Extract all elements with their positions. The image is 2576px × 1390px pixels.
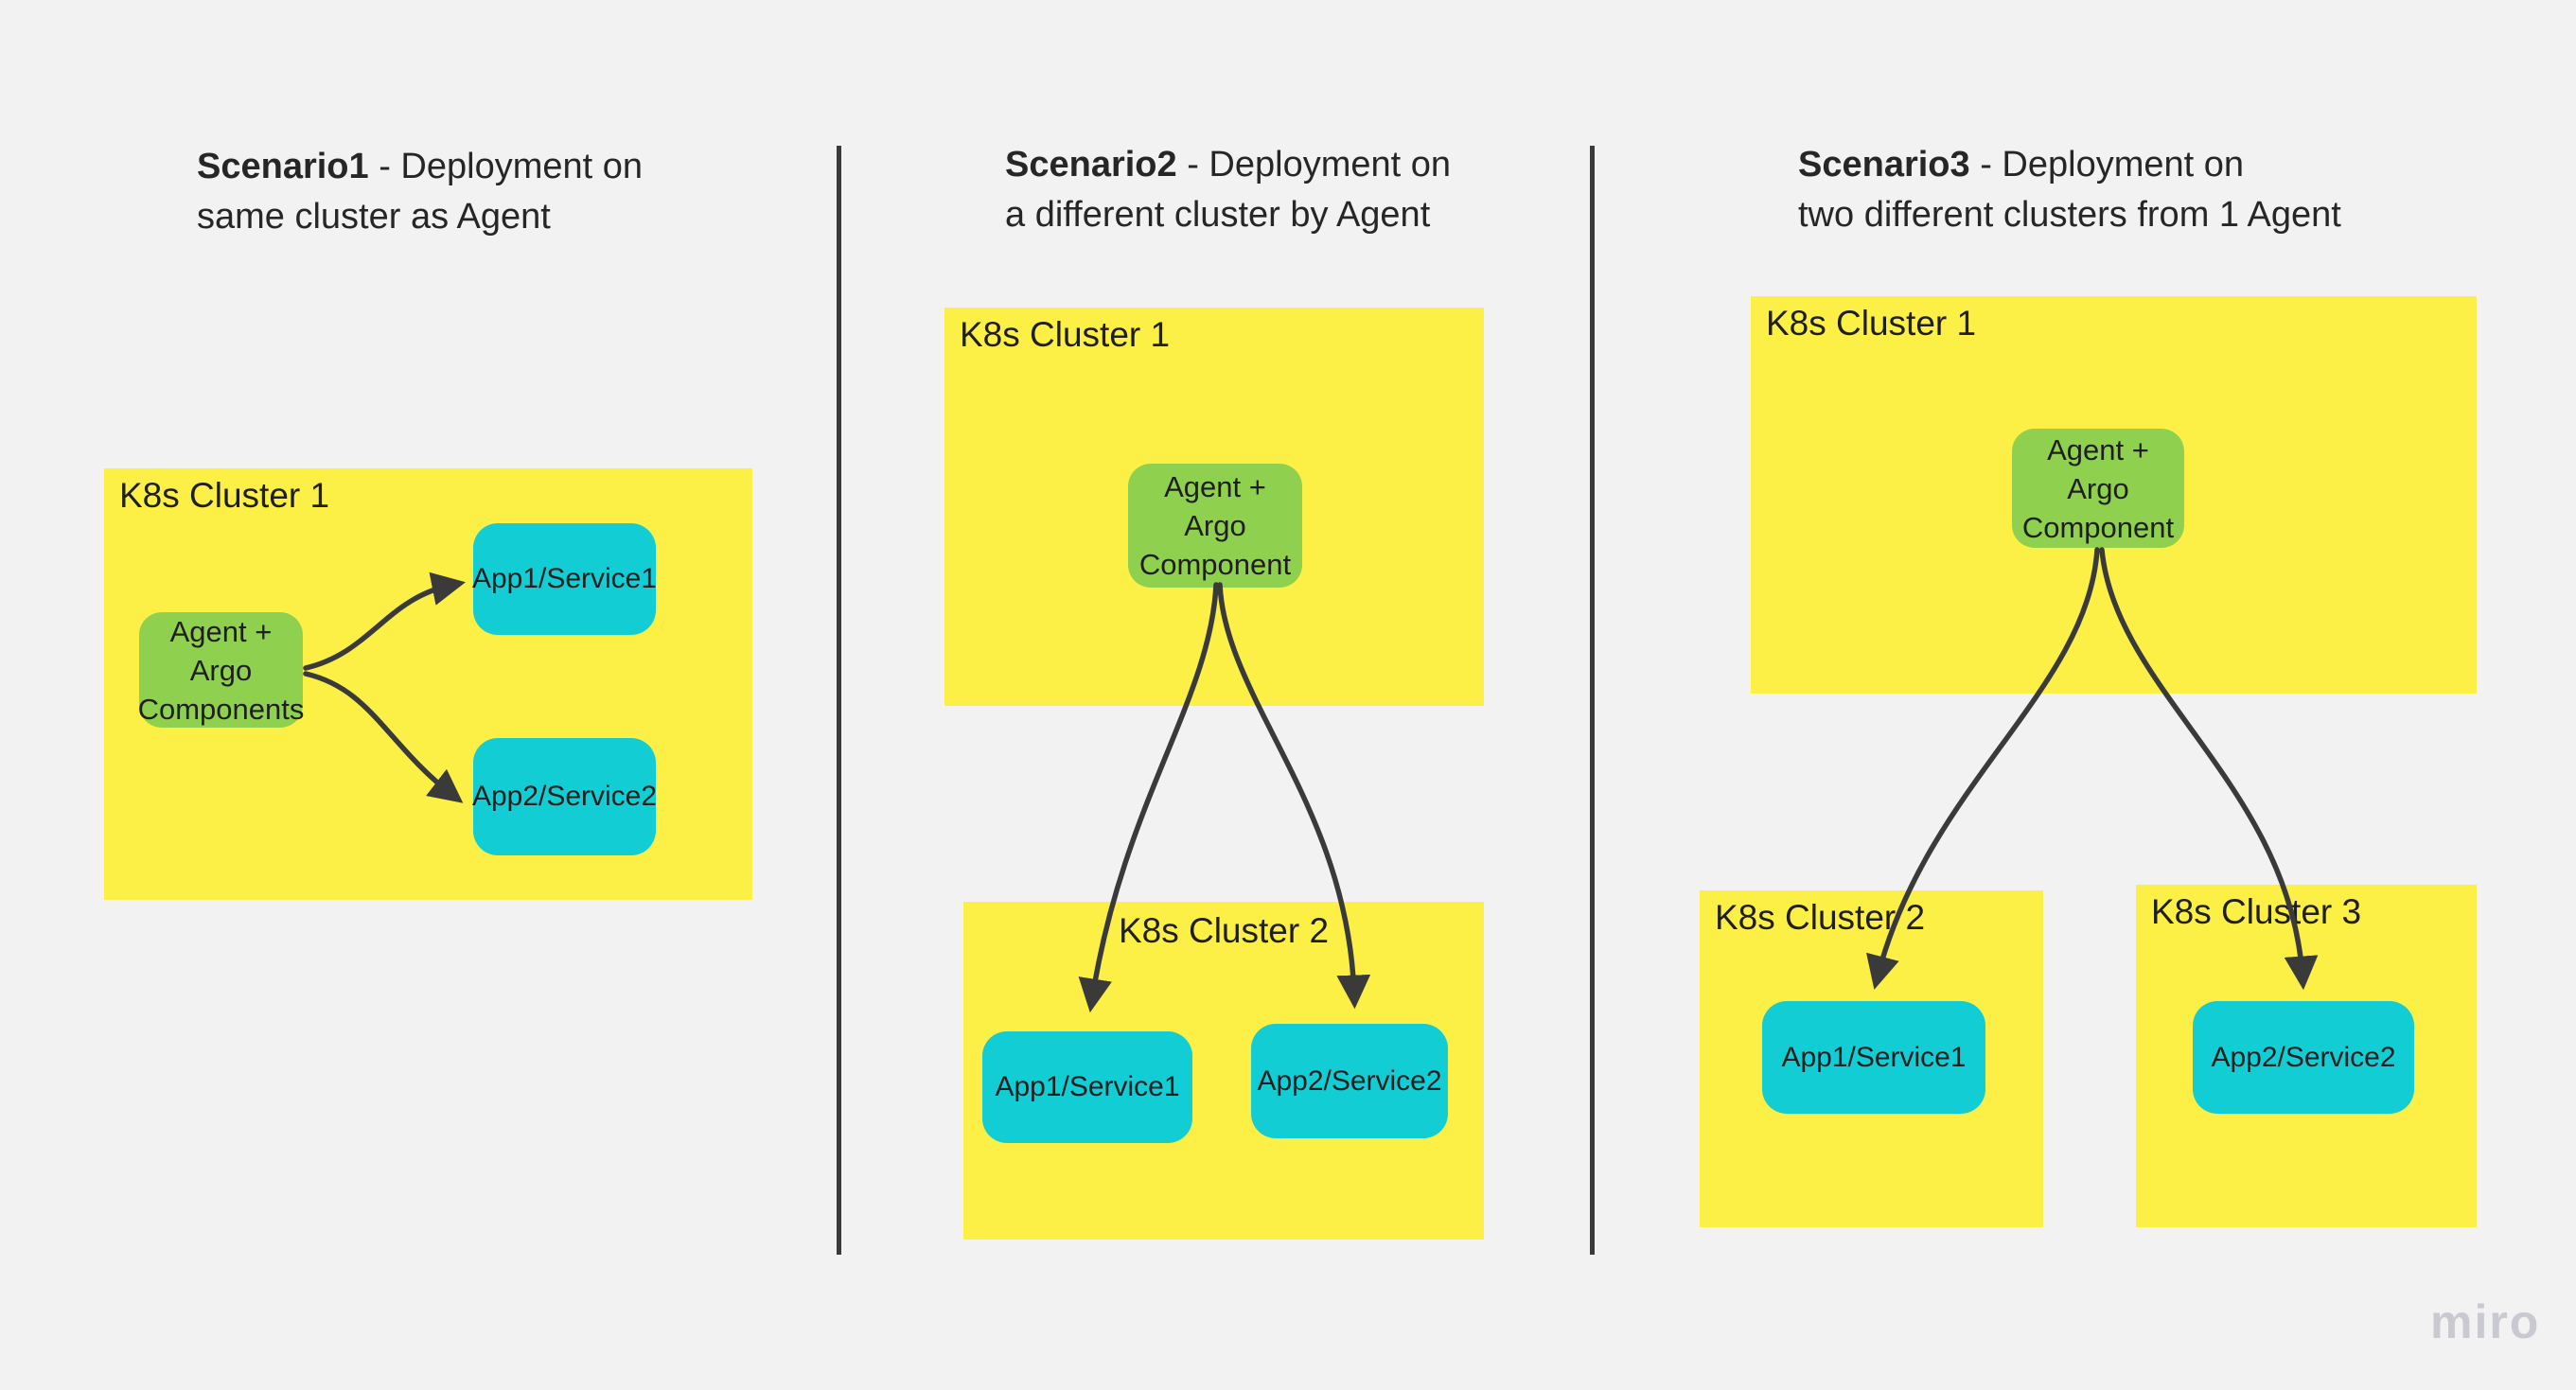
scenario1-agent-line1: Agent + Argo (169, 614, 273, 687)
scenario3-title-rest: - Deployment on (1969, 145, 2245, 185)
scenario3-cluster3-box: K8s Cluster 3 App2/Service2 (2136, 885, 2477, 1227)
scenario3-cluster3-label: K8s Cluster 3 (2151, 892, 2362, 931)
scenario3-title: Scenario3 - Deployment on two different … (1798, 140, 2341, 240)
scenario2-title-rest: - Deployment on (1176, 145, 1452, 185)
scenario2-agent-line3: Component (1138, 548, 1292, 581)
scenario1-app2-box: App2/Service2 (471, 738, 658, 855)
scenario2-cluster2-box: K8s Cluster 2 App1/Service1 App2/Service… (963, 902, 1484, 1240)
scenario2-title-bold: Scenario2 (1005, 145, 1177, 185)
scenario1-title: Scenario1 - Deployment on same cluster a… (197, 142, 643, 242)
scenario3-app2-label: App2/Service2 (2211, 1041, 2396, 1073)
scenario-divider-1 (837, 146, 841, 1255)
scenario2-app1-box: App1/Service1 (982, 1031, 1192, 1143)
scenario2-app2-label: App2/Service2 (1257, 1064, 1442, 1097)
scenario3-app1-box: App1/Service1 (1762, 1001, 1985, 1114)
scenario1-agent-line2: Components (137, 692, 305, 726)
scenario3-title-bold: Scenario3 (1798, 145, 1970, 185)
scenario1-cluster1-box: K8s Cluster 1 Agent + Argo Components Ap… (104, 468, 752, 900)
scenario3-agent-line1: Agent + (2047, 432, 2149, 466)
scenario-divider-2 (1590, 146, 1595, 1255)
scenario3-title-line2: two different clusters from 1 Agent (1798, 195, 2341, 235)
scenario2-agent-box: Agent + Argo Component (1128, 464, 1302, 588)
scenario1-title-rest: - Deployment on (368, 147, 644, 186)
scenario3-agent-line2: Argo (2067, 471, 2129, 505)
scenario1-app1-label: App1/Service1 (471, 563, 658, 594)
scenario3-agent-box: Agent + Argo Component (2012, 429, 2184, 548)
scenario3-app2-box: App2/Service2 (2193, 1001, 2414, 1114)
scenario3-cluster2-box: K8s Cluster 2 App1/Service1 (1700, 890, 2043, 1227)
scenario1-title-bold: Scenario1 (197, 147, 369, 186)
scenario3-cluster2-label: K8s Cluster 2 (1715, 898, 1926, 937)
scenario1-app1-box: App1/Service1 (471, 523, 658, 635)
scenario1-title-line2: same cluster as Agent (197, 197, 551, 237)
scenario2-cluster2-label: K8s Cluster 2 (1118, 911, 1330, 950)
scenario3-title-line1: Scenario3 - Deployment on (1798, 140, 2341, 190)
scenario2-app1-label: App1/Service1 (995, 1071, 1180, 1102)
scenario2-agent-line2: Argo (1184, 509, 1246, 542)
scenario1-agent-box: Agent + Argo Components (137, 612, 305, 728)
scenario2-title-line2: a different cluster by Agent (1005, 195, 1431, 235)
scenario2-title: Scenario2 - Deployment on a different cl… (1005, 140, 1451, 240)
scenario2-agent-line1: Agent + (1164, 470, 1266, 503)
scenario2-app2-box: App2/Service2 (1251, 1024, 1448, 1138)
scenario3-app1-label: App1/Service1 (1781, 1041, 1967, 1073)
scenario2-cluster1-label: K8s Cluster 1 (960, 315, 1171, 354)
miro-watermark: miro (2430, 1295, 2541, 1348)
scenario3-agent-line3: Component (2021, 510, 2175, 544)
scenario1-title-line1: Scenario1 - Deployment on (197, 142, 643, 192)
scenario3-cluster1-label: K8s Cluster 1 (1766, 304, 1977, 343)
scenario1-cluster1-label: K8s Cluster 1 (119, 476, 330, 515)
scenario3-cluster1-box: K8s Cluster 1 Agent + Argo Component (1751, 296, 2477, 694)
scenario2-cluster1-box: K8s Cluster 1 Agent + Argo Component (944, 308, 1484, 706)
scenario2-title-line1: Scenario2 - Deployment on (1005, 140, 1451, 190)
scenario1-app2-label: App2/Service2 (471, 781, 658, 812)
